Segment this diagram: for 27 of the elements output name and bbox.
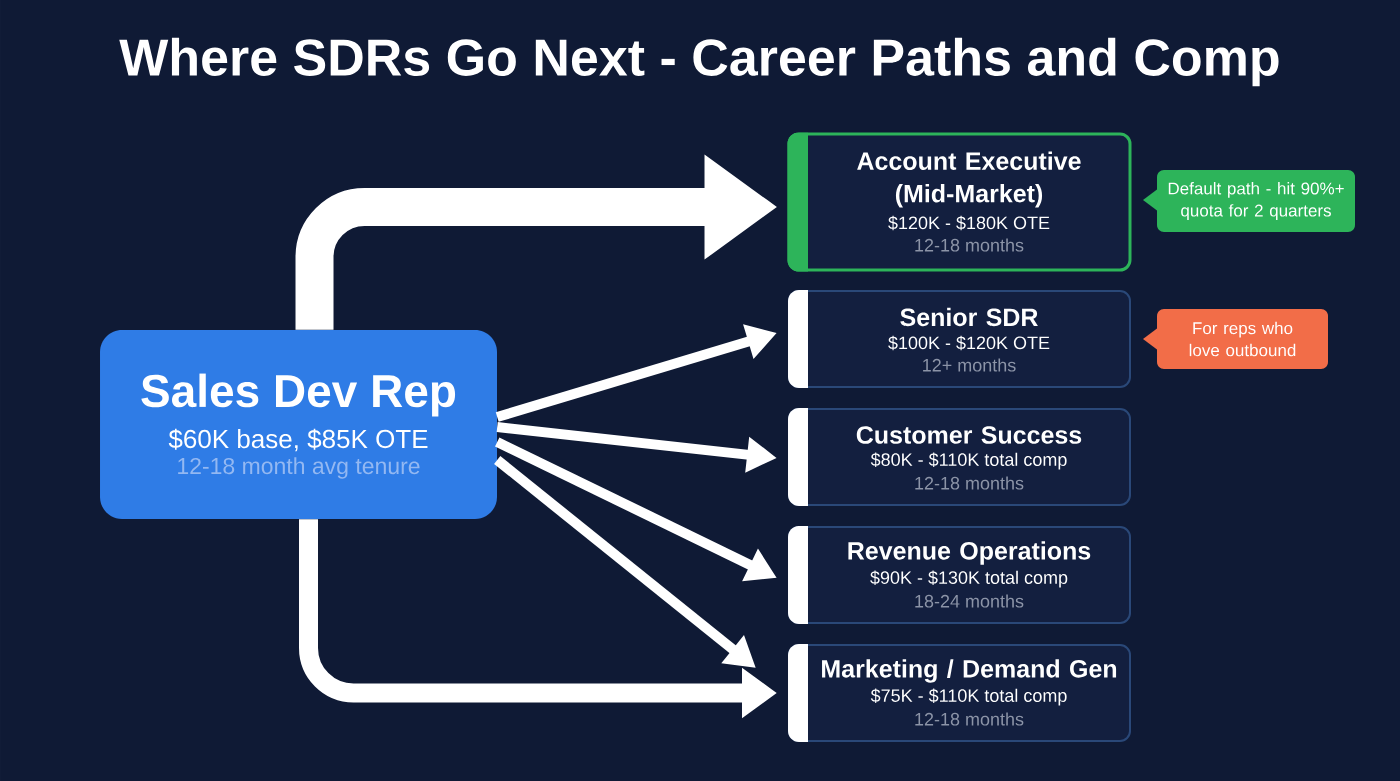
role-box xyxy=(100,330,497,519)
role-title: Marketing / Demand Gen xyxy=(822,659,1117,683)
tenure-text: 12+ months xyxy=(923,358,1016,372)
tenure-text: 12-18 months xyxy=(915,712,1024,726)
tenure-text: 12-18 months xyxy=(915,238,1024,252)
career-card xyxy=(787,132,1132,272)
role-title: Account Executive (Mid-Market) xyxy=(857,151,1081,208)
career-card xyxy=(788,526,1131,624)
title: Where SDRs Go Next - Career Paths and Comp xyxy=(119,37,1279,87)
career-card xyxy=(788,290,1131,388)
tenure-text: 12-18 months xyxy=(915,476,1024,490)
role-title: Customer Success xyxy=(856,426,1082,444)
callout-bubble: Default path - hit 90%+ quota for 2 quarters xyxy=(1143,170,1355,232)
tenure-text: 12-18 month avg tenure xyxy=(178,457,420,479)
role-title: Sales Dev Rep xyxy=(141,373,456,417)
salary-text: $60K base, $85K OTE xyxy=(168,428,428,452)
role-title: Revenue Operations xyxy=(848,541,1091,565)
salary-text: $100K - $120K OTE xyxy=(888,335,1050,351)
salary-text: $90K - $130K total comp xyxy=(870,570,1068,588)
career-card xyxy=(788,644,1131,742)
career-card xyxy=(788,408,1131,506)
role-title: Senior SDR xyxy=(900,307,1038,327)
callout-bubble: For reps who love outbound xyxy=(1143,309,1328,369)
salary-text: $80K - $110K total comp xyxy=(870,452,1067,470)
tenure-text: 18-24 months xyxy=(915,594,1024,608)
salary-text: $120K - $180K OTE xyxy=(888,215,1050,231)
salary-text: $75K - $110K total comp xyxy=(870,688,1067,706)
